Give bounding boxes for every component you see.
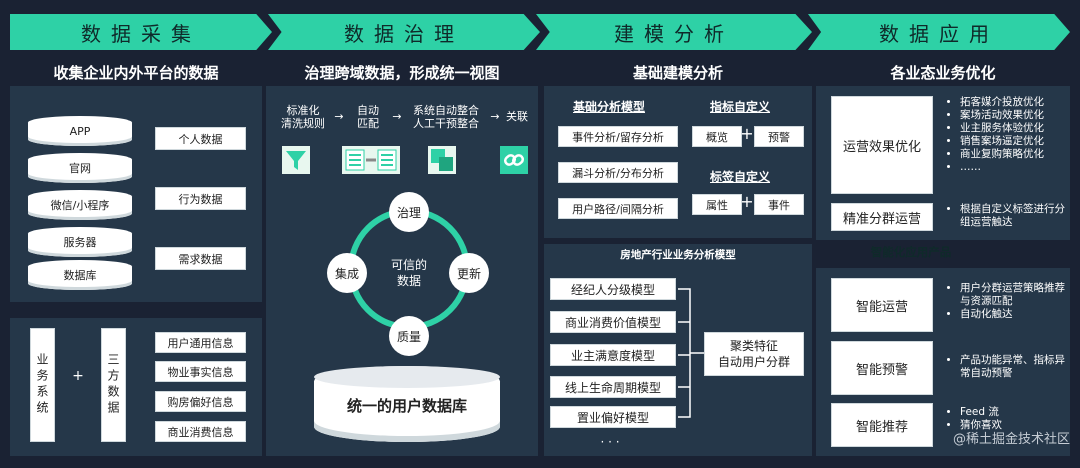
data-type-demand: 需求数据: [155, 247, 246, 270]
unified-db-label: 统一的用户数据库: [346, 397, 467, 415]
cycle-node-quality: 质量: [389, 316, 429, 356]
arrow-3: →: [490, 110, 500, 123]
source-wechat: 微信/小程序: [28, 190, 132, 220]
smart-warning-bullets: 产品功能异常、指标异常自动预警: [948, 354, 1072, 380]
source-server: 服务器: [28, 227, 132, 257]
effect-label-box: 运营效果优化: [831, 96, 933, 194]
header-data-collection: 数据采集: [10, 14, 272, 50]
segment-label-box: 精准分群运营: [831, 203, 933, 231]
step-standardize: 标准化清洗规则: [281, 104, 325, 130]
smart-recommend-bullets: Feed 流猜你喜欢: [948, 406, 1072, 432]
third-party-box: 三方数据: [101, 328, 126, 442]
model-lifecycle: 线上生命周期模型: [550, 376, 676, 398]
arrow-2: →: [392, 110, 402, 123]
metric-overview: 概览: [692, 126, 742, 147]
basic-item-path: 用户路径/间隔分析: [558, 198, 678, 219]
step-auto-match: 自动匹配: [357, 104, 379, 130]
col-title-apply: 各业态业务优化: [890, 64, 996, 82]
plus-sign: +: [72, 368, 84, 384]
step-integrate: 系统自动整合人工干预整合: [413, 104, 479, 130]
step-link: 关联: [506, 110, 528, 123]
data-type-behavior: 行为数据: [155, 187, 246, 210]
match-icon: [342, 146, 400, 174]
funnel-icon: [282, 146, 310, 174]
link-icon: [500, 146, 528, 174]
metric-warning: 预警: [754, 126, 804, 147]
tag-event: 事件: [754, 194, 804, 215]
tag-plus: +: [740, 192, 754, 211]
smart-title: 智能化应用产品: [870, 245, 952, 259]
model-broker: 经纪人分级模型: [550, 278, 676, 300]
cycle-node-update: 更新: [449, 253, 489, 293]
basic-item-event: 事件分析/留存分析: [558, 126, 678, 147]
tag-title: 标签自定义: [710, 170, 771, 184]
cycle-node-govern: 治理: [389, 192, 429, 232]
effect-bullets: 拓客媒介投放优化案场活动效果优化 业主服务体验优化销售案场逼定优化 商业复购策略…: [948, 96, 1072, 174]
source-website: 官网: [28, 153, 132, 183]
metric-title: 指标自定义: [710, 100, 771, 114]
model-satisfaction: 业主满意度模型: [550, 344, 676, 366]
business-system-box: 业务系统: [30, 328, 55, 442]
smart-warning-box: 智能预警: [831, 341, 933, 395]
info-property: 物业事实信息: [155, 361, 246, 382]
header-application: 数据应用: [808, 14, 1070, 50]
source-database: 数据库: [28, 260, 132, 290]
data-type-personal: 个人数据: [155, 127, 246, 150]
col-title-govern: 治理跨域数据，形成统一视图: [304, 64, 500, 82]
merge-icon: [428, 146, 456, 174]
source-app: APP: [28, 116, 132, 146]
cluster-box: 聚类特征自动用户分群: [704, 332, 804, 376]
smart-recommend-box: 智能推荐: [831, 403, 933, 447]
footer-watermark: @稀土掘金技术社区: [952, 432, 1070, 447]
smart-operation-box: 智能运营: [831, 278, 933, 332]
model-consumption-value: 商业消费价值模型: [550, 311, 676, 333]
cycle-center: 可信的数据: [390, 258, 427, 288]
realestate-title: 房地产行业业务分析模型: [620, 249, 736, 261]
arrow-1: →: [334, 110, 344, 123]
basic-model-title: 基础分析模型: [573, 100, 646, 114]
model-ellipsis: · · ·: [600, 435, 620, 449]
info-consumption: 商业消费信息: [155, 421, 246, 442]
header-data-governance: 数据治理: [268, 14, 540, 50]
smart-operation-bullets: 用户分群运营策略推荐与资源匹配自动化触达: [948, 282, 1072, 321]
info-housing-pref: 购房偏好信息: [155, 391, 246, 412]
col-title-model: 基础建模分析: [632, 64, 723, 82]
metric-plus: +: [740, 124, 754, 143]
basic-item-funnel: 漏斗分析/分布分析: [558, 162, 678, 183]
cycle-node-integrate: 集成: [327, 253, 367, 293]
col-title-collect: 收集企业内外平台的数据: [53, 64, 219, 82]
model-preference: 置业偏好模型: [550, 406, 676, 428]
segment-bullets: 根据自定义标签进行分组运营触达: [948, 203, 1072, 229]
unified-db-top: [314, 366, 500, 388]
tag-attribute: 属性: [692, 194, 742, 215]
header-modeling: 建模分析: [536, 14, 812, 50]
info-user-general: 用户通用信息: [155, 332, 246, 353]
